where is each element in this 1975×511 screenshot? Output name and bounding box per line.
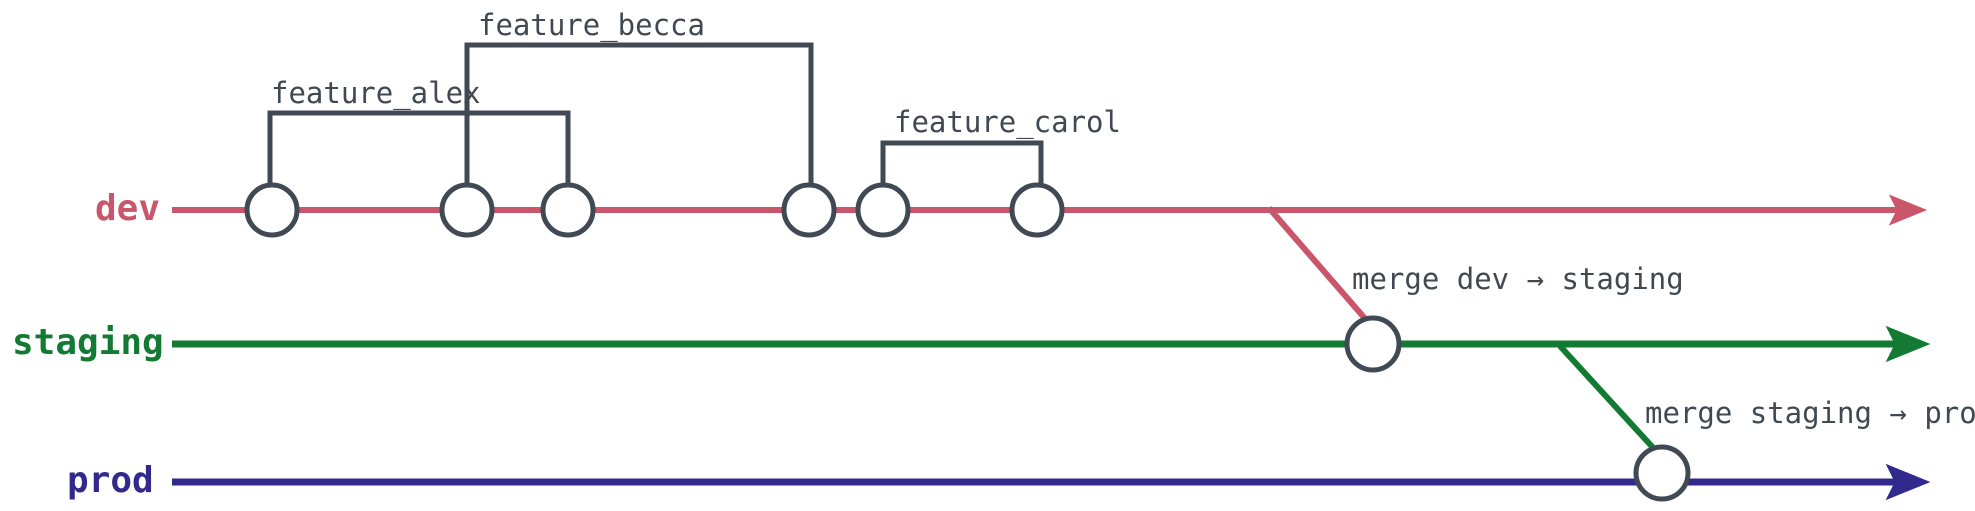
commit-node-dev-6[interactable] <box>1009 182 1065 238</box>
merge-connectors: merge dev → staging merge staging → prod <box>1266 206 1975 455</box>
bracket-path-feature_carol <box>880 140 1044 186</box>
merge-line-staging-prod <box>1557 343 1660 455</box>
branch-label-prod[interactable]: prod <box>67 460 154 501</box>
lane-prod: prod <box>67 460 1931 501</box>
commit-node-dev-2[interactable] <box>439 182 495 238</box>
commit-node-prod-merge[interactable] <box>1633 444 1691 502</box>
commit-node-dev-3[interactable] <box>540 182 596 238</box>
feature-bracket-feature_alex[interactable]: feature_alex <box>267 76 571 186</box>
commit-nodes <box>244 182 1691 502</box>
merge-dev-staging[interactable]: merge dev → staging <box>1266 206 1684 324</box>
merge-label-staging-prod: merge staging → prod <box>1645 396 1975 430</box>
commit-node-staging-merge[interactable] <box>1344 315 1402 373</box>
commit-node-dev-1[interactable] <box>244 182 300 238</box>
branch-label-dev[interactable]: dev <box>95 188 160 229</box>
feature-bracket-label-feature_carol: feature_carol <box>894 105 1121 140</box>
merge-label-dev-staging: merge dev → staging <box>1352 262 1684 296</box>
branch-label-staging[interactable]: staging <box>12 322 164 363</box>
feature-bracket-label-feature_becca: feature_becca <box>478 8 705 43</box>
merge-staging-prod[interactable]: merge staging → prod <box>1557 343 1975 455</box>
commit-node-dev-4[interactable] <box>781 182 837 238</box>
feature-bracket-feature_becca[interactable]: feature_becca <box>464 8 814 186</box>
feature-bracket-feature_carol[interactable]: feature_carol <box>880 105 1121 186</box>
commit-node-dev-5[interactable] <box>855 182 911 238</box>
feature-bracket-label-feature_alex: feature_alex <box>271 76 481 111</box>
bracket-path-feature_alex <box>267 110 571 186</box>
lane-dev: dev <box>95 188 1928 229</box>
feature-branch-brackets: feature_becca feature_alex feature_carol <box>267 8 1121 186</box>
merge-line-dev-staging <box>1266 206 1371 324</box>
lane-staging: staging <box>12 322 1931 363</box>
